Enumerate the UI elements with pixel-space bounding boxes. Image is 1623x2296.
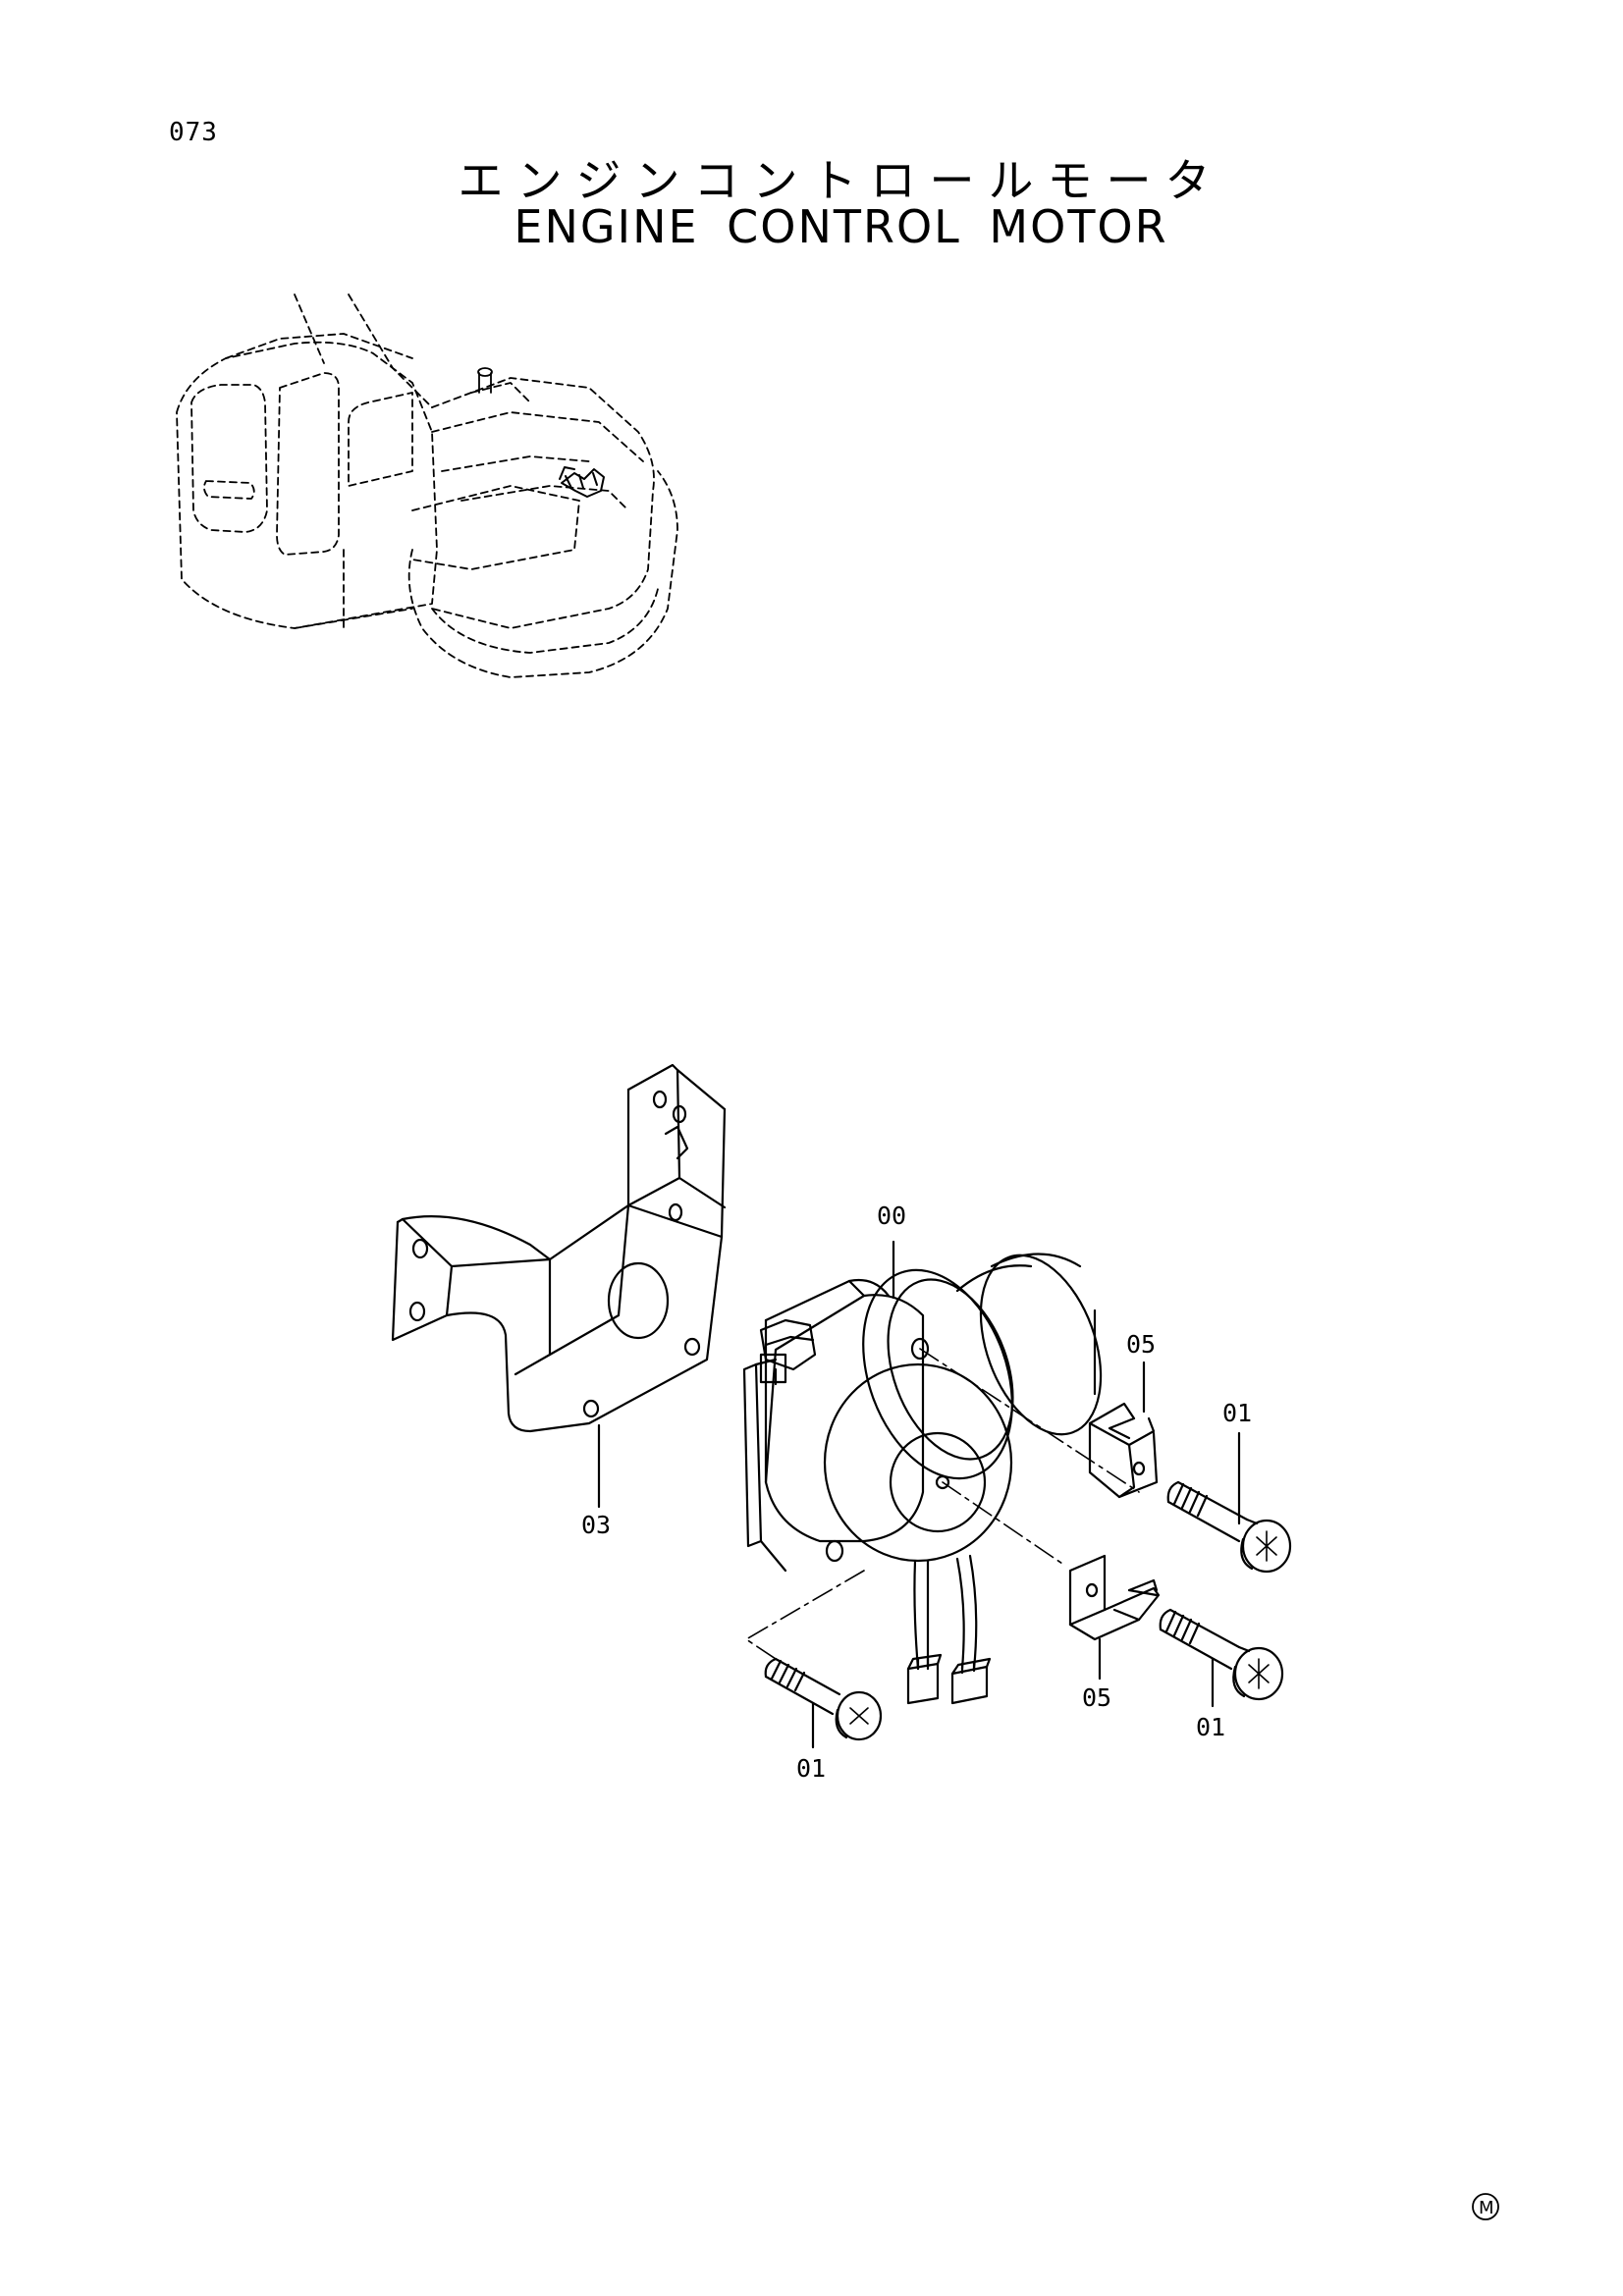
callout-05-upper: 05	[1126, 1330, 1156, 1359]
corner-mark-letter: M	[1479, 2198, 1494, 2218]
assembly-centerlines	[745, 1348, 1140, 1660]
callout-05-lower: 05	[1082, 1683, 1111, 1712]
excavator-location-sketch	[176, 294, 678, 678]
callout-01-left: 01	[796, 1754, 826, 1783]
corner-mark: M	[1472, 2193, 1499, 2220]
bracket-part-03	[391, 1063, 727, 1433]
motor-assembly-part-00	[742, 1253, 1103, 1705]
bolt-part-01-right-lower	[1127, 1588, 1284, 1701]
callout-00: 00	[877, 1201, 906, 1230]
callout-01-right-upper: 01	[1222, 1399, 1252, 1427]
callout-01-right-lower: 01	[1196, 1713, 1225, 1741]
bolt-part-01-left	[764, 1657, 883, 1741]
plate-part-05-lower	[1068, 1554, 1161, 1641]
title-english: ENGINE CONTROL MOTOR	[514, 200, 1168, 253]
page-number: 073	[169, 118, 218, 147]
callout-03: 03	[581, 1511, 611, 1539]
plate-part-05-upper	[1088, 1402, 1159, 1499]
title-japanese: エンジンコントロールモータ	[458, 154, 1224, 207]
component-location-marker	[559, 466, 605, 498]
bolt-part-01-right-upper	[1166, 1480, 1292, 1574]
